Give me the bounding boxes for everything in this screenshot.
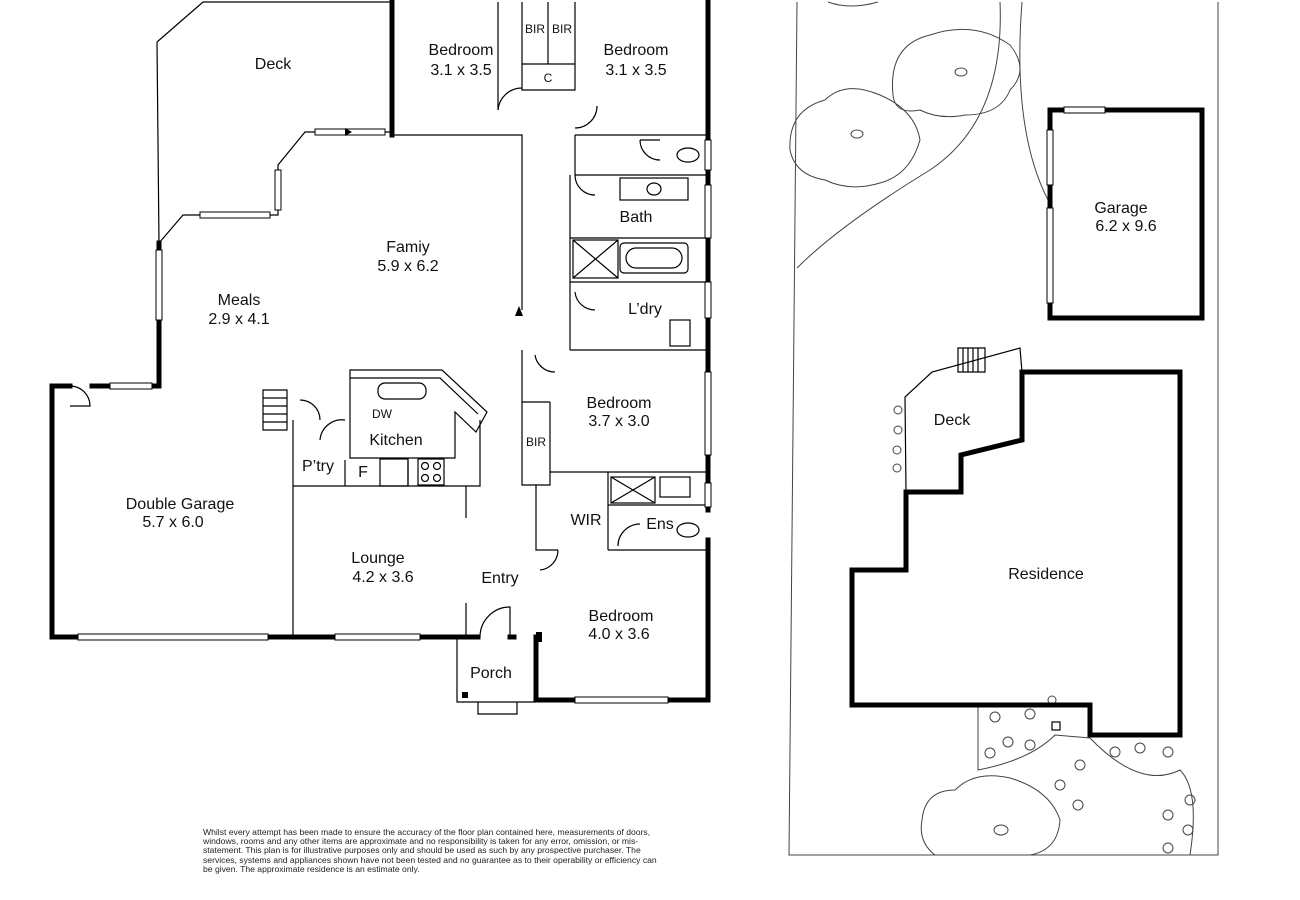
entry-label: Entry [481,570,518,587]
bedroom-3-name: Bedroom [587,395,652,412]
lounge-name: Lounge [351,550,404,567]
porch-label: Porch [470,665,512,682]
lounge-size: 4.2 x 3.6 [352,569,413,586]
double-garage-name: Double Garage [126,496,235,513]
bir-label-2: BIR [552,22,572,36]
bedroom-2-size: 3.1 x 3.5 [605,62,666,79]
exterior-wall-top-bedrooms [389,0,711,703]
disclaimer-text: Whilst every attempt has been made to en… [203,827,657,874]
site-deck [904,347,1023,493]
kitchen-bench [349,369,488,459]
pantry-label: P’try [302,458,334,475]
site-garage-name: Garage [1094,200,1147,217]
fridge-label: F [358,464,368,481]
site-boundary [788,1,1219,856]
bedroom-3-size: 3.7 x 3.0 [588,413,649,430]
site-garage-size: 6.2 x 9.6 [1095,218,1156,235]
family-size: 5.9 x 6.2 [377,258,438,275]
bath-label: Bath [620,209,653,226]
site-deck-label: Deck [934,412,971,429]
house-floor-plan: Deck Bedroom 3.1 x 3.5 Bedroom 3.1 x 3.5… [49,0,712,715]
bir-label-1: BIR [525,22,545,36]
meals-size: 2.9 x 4.1 [208,311,269,328]
porch-outline [456,637,536,715]
laundry-label: L’dry [628,301,662,318]
site-plan: Garage 6.2 x 9.6 Deck Residence [788,1,1219,856]
dishwasher-label: DW [372,407,393,421]
garage-door [77,633,269,641]
bir-label-3: BIR [526,435,546,449]
garden-bed [977,705,1194,856]
ensuite-label: Ens [646,516,674,533]
stairs [262,389,288,431]
residence-label: Residence [1008,566,1084,583]
interior-walls [292,2,708,637]
bedroom-4-size: 4.0 x 3.6 [588,626,649,643]
kitchen-label: Kitchen [369,432,422,449]
wir-label: WIR [570,512,601,529]
family-name: Famiy [386,239,430,256]
tree-2 [789,88,921,188]
tree-3 [920,775,1061,856]
bedroom-4-name: Bedroom [589,608,654,625]
bedroom-window [574,696,669,704]
tree-1 [891,28,1021,118]
bedroom-2-name: Bedroom [604,42,669,59]
bedroom-1-name: Bedroom [429,42,494,59]
bedroom-1-size: 3.1 x 3.5 [430,62,491,79]
residence-footprint [849,369,1183,738]
double-garage-size: 5.7 x 6.0 [142,514,203,531]
lounge-window [334,633,421,641]
cupboard-label: C [544,71,553,85]
meals-name: Meals [218,292,261,309]
deck-label: Deck [255,56,292,73]
